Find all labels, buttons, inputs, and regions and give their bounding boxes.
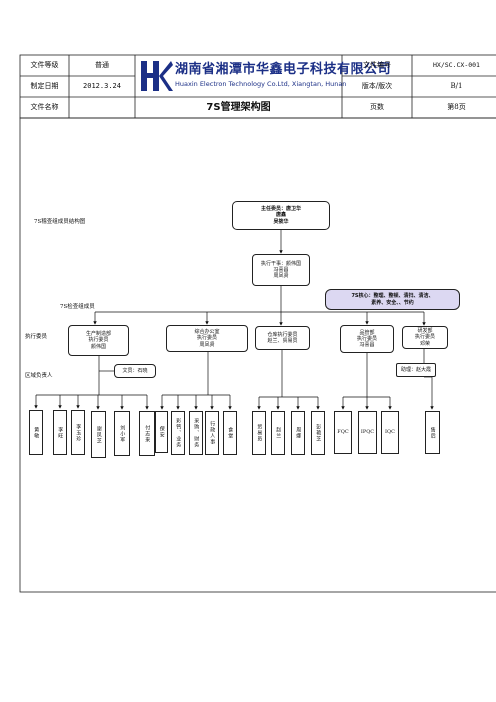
dept-warehouse: 仓库执行委员赵兰、贸易员 — [255, 326, 310, 350]
member-box: 售后 — [425, 411, 440, 454]
member-box: FQC — [334, 411, 352, 454]
member-box: IQC — [381, 411, 399, 454]
value-pages: 第8页 — [447, 103, 466, 111]
value-date: 2012.3.24 — [83, 82, 121, 90]
value-doc-number: HX/SC.CX-001 — [433, 61, 480, 70]
label-area-lead: 区域负责人 — [25, 373, 53, 379]
label-inspection-group: 7S检查组成员 — [60, 304, 95, 310]
value-file-level: 普通 — [95, 61, 109, 69]
member-box: 刘小军 — [114, 411, 130, 456]
member-box: 赵兰 — [271, 411, 285, 455]
label-version: 版本/版次 — [361, 82, 393, 90]
company-name-en: Huaxin Electron Technology Co.Ltd, Xiang… — [175, 80, 347, 88]
member-box: 彭艳芝 — [311, 411, 325, 455]
value-version: B/1 — [450, 82, 463, 90]
dept-rd: 研发部执行委员邓荣 — [402, 326, 448, 349]
core-7s-box: 7S核心：整理、整顿、清扫、清洁、素养、安全、、节约 — [325, 289, 460, 310]
dept-production: 生产制造部执行委员颜伟国 — [68, 325, 129, 356]
document-title: 7S管理架构图 — [206, 101, 271, 113]
label-executive: 执行委员 — [25, 334, 48, 340]
label-file-name: 文件名称 — [30, 103, 59, 111]
prod-clerk-box: 文员：石晓 — [114, 364, 156, 378]
member-box: 付志来 — [139, 411, 155, 456]
member-box: 周娜 — [291, 411, 305, 455]
company-logo: 湖南省湘潭市华鑫电子科技有限公司 Huaxin Electron Technol… — [137, 56, 391, 96]
member-box: 谢凤芝 — [91, 411, 106, 458]
label-structure: 7S稽查组成员结构图 — [34, 219, 86, 225]
member-box: 行政人事 — [205, 411, 219, 455]
chief-committee-box: 主任委员：唐卫华唐鑫吴筱华 — [232, 201, 330, 230]
dept-general-office: 综合办公室执行委员周凤贤 — [166, 325, 248, 352]
label-pages: 页数 — [370, 103, 384, 111]
label-file-level: 文件等级 — [30, 61, 59, 69]
hk-logo-icon — [141, 61, 173, 91]
label-date: 制定日期 — [30, 82, 59, 90]
company-name-cn: 湖南省湘潭市华鑫电子科技有限公司 — [175, 62, 392, 77]
executive-officer-box: 执行干事：颜伟国冯喜昌周凤贤 — [252, 254, 310, 286]
member-box: 彩钙、业务 — [171, 411, 185, 455]
label-doc-number: 文件编号 — [363, 61, 391, 69]
dept-quality: 品管部执行委员冯喜昌 — [340, 325, 394, 353]
member-box: 李玉珍 — [71, 410, 85, 455]
member-box: 李旺 — [53, 410, 67, 455]
member-box: IPQC — [358, 411, 377, 454]
member-box: 保安 — [155, 411, 168, 453]
member-box: 贸易员 — [252, 411, 266, 455]
member-box: 采购、财务 — [189, 411, 203, 455]
member-box: 食堂 — [223, 411, 237, 455]
rd-assistant-box: 助理：赵大霞 — [396, 363, 436, 377]
member-box: 黄敏 — [29, 410, 43, 455]
